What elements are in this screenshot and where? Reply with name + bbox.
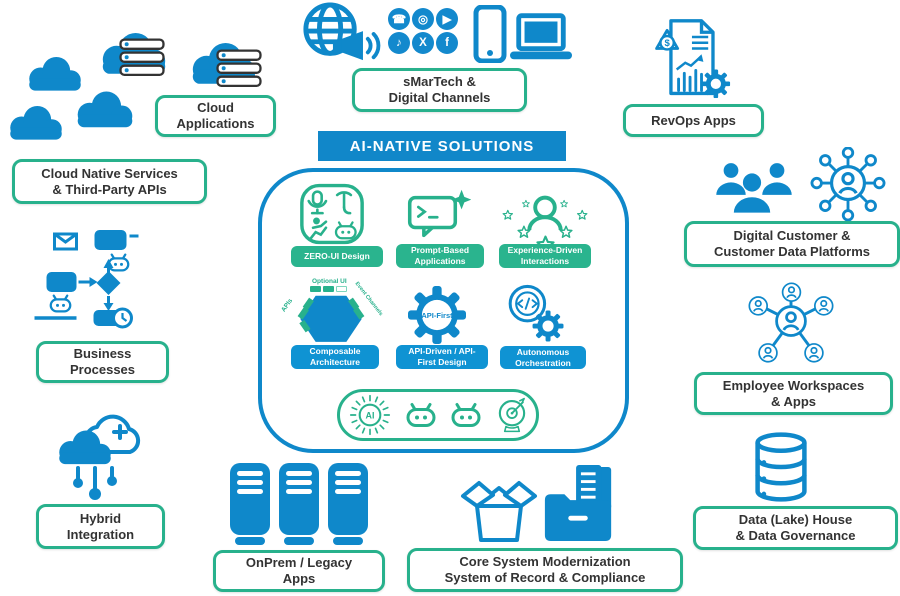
label-line: OnPrem / Legacy [245,555,353,571]
tile-label-text: API-Driven / API-First Design [408,346,476,367]
open-box-icon [461,481,537,542]
tiktok-icon: ♪ [388,32,410,54]
autonomous-orchestration-icon [508,284,564,342]
zero-ui-icon [300,183,364,245]
data-lake-house-label: Data (Lake) House & Data Governance [693,506,898,550]
tile-label-experience-driven: Experience-Driven Interactions [499,244,591,268]
experience-stars-icon [502,195,588,253]
server-tower-icon [277,463,321,547]
label-line: Digital Customer & [733,228,851,244]
facebook-icon: f [436,32,458,54]
prompt-chat-icon [407,189,471,238]
label-line: Customer Data Platforms [713,244,871,259]
ai-agents-pill: AI [337,389,539,441]
cloud-icon [3,102,69,143]
label-line: Digital Channels [388,90,491,105]
laptop-icon [510,13,572,60]
label-line: Processes [69,362,136,377]
tile-label-text: Experience-Driven Interactions [507,245,583,266]
label-line: Cloud [197,100,234,116]
smartphone-icon [473,5,507,63]
optional-ui-annotation: Optional UI [312,278,347,285]
server-tower-icon [326,463,370,547]
target-gauge-icon [498,397,525,433]
cloud-native-services-label: Cloud Native Services & Third-Party APIs [12,159,207,204]
ai-native-solutions-title: AI-NATIVE SOLUTIONS [318,131,566,161]
employee-workspaces-label: Employee Workspaces & Apps [694,372,893,415]
server-stack-icon [216,49,262,89]
ai-chip-label: AI [365,410,374,420]
social-channel-icons: ☎ ◎ ▶ ♪ X f [388,8,458,54]
smartech-digital-channels-label: sMarTech & Digital Channels [352,68,527,112]
x-icon: X [412,32,434,54]
label-line: System of Record & Compliance [444,570,646,585]
label-line: & Data Governance [735,528,856,543]
revops-document-icon: $ [655,19,731,99]
instagram-icon: ◎ [412,8,434,30]
robot-icon [450,402,482,428]
digital-customer-label: Digital Customer & Customer Data Platfor… [684,221,900,267]
tile-label-zero-ui: ZERO-UI Design [291,246,383,267]
tile-label-text: ZERO-UI Design [304,251,370,262]
whatsapp-icon: ☎ [388,8,410,30]
robot-icon [405,402,437,428]
youtube-icon: ▶ [436,8,458,30]
core-system-modernization-label: Core System Modernization System of Reco… [407,548,683,592]
label-line: Employee Workspaces [722,377,865,393]
tile-label-text: Composable Architecture [309,346,361,367]
server-stack-icon [119,38,165,78]
employee-network-icon [748,282,834,363]
tile-label-api-driven: API-Driven / API-First Design [396,345,488,369]
ai-chip-icon: AI [349,394,390,436]
onprem-legacy-apps-label: OnPrem / Legacy Apps [213,550,385,592]
label-line: sMarTech & [403,74,476,90]
label-line: & Third-Party APIs [52,181,167,197]
label-line: RevOps Apps [651,112,736,128]
api-first-gear-icon [408,286,466,344]
label-line: Applications [176,116,255,131]
hybrid-cloud-icon [59,414,141,500]
tile-label-text: Prompt-Based Applications [410,245,470,266]
folder-records-icon [544,465,612,542]
dollar-sign: $ [664,38,670,49]
label-line: & Apps [770,393,817,409]
label-line: Hybrid [79,510,122,526]
tile-label-prompt-based: Prompt-Based Applications [396,244,484,268]
globe-megaphone-icon [303,2,381,61]
hexagon-icon [297,295,365,342]
server-tower-icon [228,463,272,547]
cloud-applications-label: Cloud Applications [155,95,276,137]
optional-ui-blocks [310,286,347,292]
business-process-flow-icon [34,230,139,329]
cloud-icon [70,87,140,131]
label-line: Integration [66,526,135,542]
revops-apps-label: RevOps Apps [623,104,764,137]
hybrid-integration-label: Hybrid Integration [36,504,165,549]
label-line: Data (Lake) House [738,512,853,528]
title-text: AI-NATIVE SOLUTIONS [349,137,535,155]
label-line: Core System Modernization [459,554,631,570]
composable-architecture-icon: Optional UI APIs Event Channels [280,278,384,344]
customer-data-platform-hub-icon [810,147,886,221]
database-icon [752,431,810,503]
label-line: Business [73,346,132,362]
label-line: Cloud Native Services [41,165,178,181]
tile-label-autonomous: Autonomous Orchestration [500,346,586,369]
tile-label-composable: Composable Architecture [291,345,379,369]
person-icon [731,172,773,214]
tile-label-text: Autonomous Orchestration [515,346,571,368]
business-processes-label: Business Processes [36,341,169,383]
label-line: Apps [282,571,316,586]
